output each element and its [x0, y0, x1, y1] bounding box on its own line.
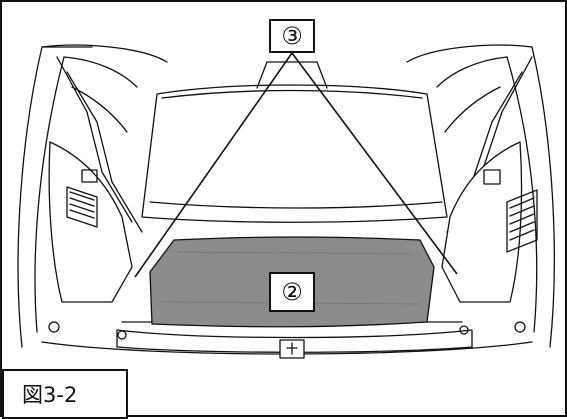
trunk-opening-inner-right — [506, 56, 538, 333]
seat-back-top — [161, 89, 423, 99]
trunk-opening-outline — [17, 46, 555, 348]
callout-mat-marker: ② — [269, 272, 315, 312]
seat-back — [141, 84, 448, 223]
vent-left — [66, 186, 98, 228]
leader-line-3-right — [291, 52, 458, 275]
figure-label: 図3-2 — [2, 369, 128, 419]
tie-down-left — [48, 321, 60, 333]
vent-left-lines — [69, 191, 95, 219]
side-trim-left-upper — [71, 86, 128, 133]
roof-edge-left — [41, 44, 168, 63]
seat-belt-left — [66, 71, 143, 233]
seat-headrest-area — [256, 61, 328, 89]
leader-line-3-left — [134, 52, 293, 278]
hook-left — [81, 169, 98, 183]
roof-edge-right-inner — [436, 56, 508, 88]
seat-belt-left-strap — [56, 56, 133, 223]
tie-down-right — [514, 321, 526, 333]
hook-right — [483, 169, 501, 185]
roof-edge-left-inner — [63, 56, 138, 88]
side-trim-right-upper — [444, 86, 501, 133]
roof-edge-right — [406, 44, 533, 63]
trunk-opening-inner-left — [34, 56, 65, 333]
side-trim-right — [441, 141, 523, 303]
latch-mark — [286, 342, 298, 355]
vent-right — [506, 189, 538, 253]
tie-down-center-left — [117, 330, 127, 340]
callout-seat-marker: ③ — [269, 19, 315, 53]
side-trim-left — [48, 141, 133, 303]
vent-right-lines — [509, 197, 535, 241]
tie-down-center-right — [459, 325, 469, 335]
